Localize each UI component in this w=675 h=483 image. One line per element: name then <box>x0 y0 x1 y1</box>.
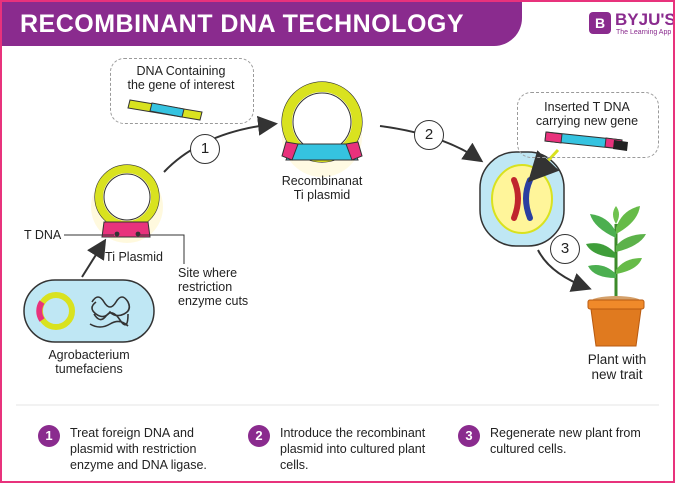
arrow-number-3: 3 <box>550 234 580 264</box>
page-title: RECOMBINANT DNA TECHNOLOGY <box>20 10 465 38</box>
arrow-number-2: 2 <box>414 120 444 150</box>
title-banner: RECOMBINANT DNA TECHNOLOGY <box>2 2 522 46</box>
logo-mark-icon: B <box>589 12 611 34</box>
step-2-number: 2 <box>248 425 270 447</box>
agrobacterium-label: Agrobacterium tumefaciens <box>48 348 130 376</box>
arrow-step-3 <box>537 249 592 292</box>
logo-name: BYJU'S <box>615 10 675 29</box>
process-diagram <box>16 81 659 406</box>
arrow-number-1: 1 <box>190 134 220 164</box>
inserted-dna-label: Inserted T DNA carrying new gene <box>535 100 639 128</box>
ti-plasmid <box>91 164 163 243</box>
dna-gene-bubble <box>110 58 254 124</box>
site-leader-line <box>138 234 185 264</box>
logo-tagline: The Learning App <box>616 29 672 36</box>
recombinant-plasmid <box>281 81 363 177</box>
t-dna-label: T DNA <box>24 228 62 242</box>
bacterial-chromosome-icon <box>89 296 131 328</box>
dna-gene-label: DNA Containing the gene of interest <box>127 64 235 92</box>
step-1-text: Treat foreign DNA and plasmid with restr… <box>70 426 207 472</box>
step-3-text: Regenerate new plant from cultured cells… <box>490 426 641 456</box>
arrow-bacterium-to-plasmid <box>81 238 107 278</box>
byjus-logo: B BYJU'S The Learning App <box>589 10 673 44</box>
inserted-dna-fragment <box>544 131 628 151</box>
agrobacterium-cell <box>23 279 155 343</box>
chromosome-red-icon <box>511 177 521 221</box>
inserted-dna-bubble <box>517 92 659 158</box>
step-3-number: 3 <box>458 425 480 447</box>
ti-plasmid-label: Ti Plasmid <box>105 250 163 264</box>
chromosome-blue-icon <box>523 177 533 221</box>
plant-icon <box>586 206 646 347</box>
steps-legend: 1 Treat foreign DNA and plasmid with res… <box>2 407 673 481</box>
insert-arrow <box>527 148 560 183</box>
recombinant-label: Recombinanat Ti plasmid <box>281 174 363 202</box>
plant-label: Plant with new trait <box>587 352 647 382</box>
step-1-number: 1 <box>38 425 60 447</box>
restriction-site-label: Site where restriction enzyme cuts <box>178 266 249 308</box>
dna-gene-fragment <box>127 99 203 121</box>
step-2-text: Introduce the recombinant plasmid into c… <box>280 426 426 472</box>
plant-cell <box>479 151 565 247</box>
